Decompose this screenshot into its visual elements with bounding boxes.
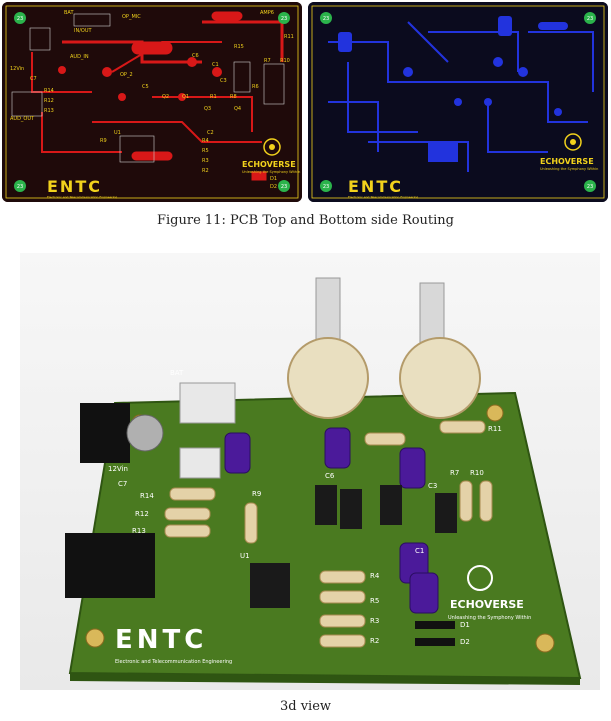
svg-text:R15: R15 [234,44,244,50]
svg-text:C1: C1 [212,62,219,68]
pcb-3d-svg: BAT 12Vin C7 R14 R12 R13 R11 R9 R10 R7 R… [65,277,582,685]
speaker-mark-icon [467,565,493,591]
potentiometer [287,277,369,419]
badge-num: 23 [17,16,23,22]
svg-text:R14: R14 [44,88,54,94]
svg-text:23: 23 [323,184,329,190]
svg-text:23: 23 [281,16,287,22]
svg-text:23: 23 [587,16,593,22]
pcb-bottom-view: 23 23 23 23 ENTC Electronic and Telecomm… [308,2,608,202]
svg-text:C6: C6 [192,53,199,59]
pcb-top-view: 23 23 23 23 BAT OP_MIC AMP6 IN/OUT AUD_I… [2,2,302,202]
echoverse-label: ECHOVERSE [540,157,594,166]
entc-logo: ENTC [348,177,403,196]
svg-text:Q3: Q3 [204,106,211,112]
svg-text:R9: R9 [252,490,261,498]
svg-text:R9: R9 [100,138,107,144]
svg-text:R10: R10 [470,469,484,477]
svg-text:R3: R3 [202,158,209,164]
svg-text:R4: R4 [370,572,380,580]
svg-text:D2: D2 [270,184,277,190]
svg-text:R14: R14 [140,492,154,500]
svg-text:U1: U1 [240,552,250,560]
capacitor [399,447,426,489]
pcb-top-svg: 23 23 23 23 BAT OP_MIC AMP6 IN/OUT AUD_I… [2,2,302,202]
svg-text:Electronic and Telecommunicati: Electronic and Telecommunication Enginee… [47,195,117,199]
svg-text:C2: C2 [207,130,214,136]
svg-text:R2: R2 [202,168,209,174]
svg-text:AMP6: AMP6 [260,10,274,16]
echoverse-label: ECHOVERSE [450,598,524,611]
svg-text:BAT: BAT [170,369,184,377]
svg-text:R12: R12 [44,98,54,104]
entc-logo: ENTC [115,625,207,655]
capacitor [409,572,439,614]
entc-logo: ENTC [47,177,102,196]
svg-text:R10: R10 [280,58,290,64]
svg-text:R11: R11 [284,34,294,40]
svg-text:OP_MIC: OP_MIC [122,14,141,20]
svg-text:Q1: Q1 [182,94,189,100]
svg-text:C1: C1 [415,547,424,555]
svg-text:R7: R7 [264,58,271,64]
svg-text:R5: R5 [370,597,379,605]
svg-text:R12: R12 [135,510,149,518]
svg-text:AUD_IN: AUD_IN [70,54,89,60]
potentiometer [399,282,481,419]
svg-text:12Vin: 12Vin [108,465,128,473]
svg-text:23: 23 [587,184,593,190]
ic-u1 [250,563,290,608]
svg-text:23: 23 [17,184,23,190]
echoverse-label: ECHOVERSE [242,160,296,169]
label-bat: BAT [64,10,74,16]
dc-jack [80,403,130,463]
svg-text:Electronic and Telecommunicati: Electronic and Telecommunication Enginee… [348,195,418,199]
svg-text:23: 23 [323,16,329,22]
bat-connector [179,382,236,424]
svg-text:R4: R4 [202,138,209,144]
capacitor [224,432,251,474]
svg-text:R5: R5 [202,148,209,154]
svg-text:23: 23 [281,184,287,190]
svg-text:R13: R13 [132,527,146,535]
svg-text:Q2: Q2 [162,94,169,100]
svg-text:C7: C7 [118,480,127,488]
audio-jack [65,533,155,598]
svg-text:Electronic and Telecommunicati: Electronic and Telecommunication Enginee… [115,659,232,665]
speaker-mark-icon [263,138,281,156]
svg-text:R3: R3 [370,617,379,625]
pcb-bottom-svg: 23 23 23 23 ENTC Electronic and Telecomm… [308,2,608,202]
svg-text:Unleashing the Symphony Within: Unleashing the Symphony Within [242,170,300,174]
corner-badge [14,12,26,24]
svg-text:D1: D1 [460,621,470,629]
svg-text:C3: C3 [428,482,437,490]
svg-text:C7: C7 [30,76,37,82]
svg-text:AUD_OUT: AUD_OUT [10,116,35,122]
svg-text:D1: D1 [270,176,277,182]
svg-text:12Vin: 12Vin [10,66,24,72]
svg-text:OP_2: OP_2 [120,72,133,78]
svg-text:C5: C5 [142,84,149,90]
speaker-mark-icon [564,133,582,151]
svg-text:U1: U1 [114,130,121,136]
svg-text:Unleashing the Symphony Within: Unleashing the Symphony Within [540,167,598,171]
pcb-3d-view: BAT 12Vin C7 R14 R12 R13 R11 R9 R10 R7 R… [20,253,600,690]
view-caption: 3d view [279,699,332,714]
svg-text:Unleashing the Symphony Within: Unleashing the Symphony Within [448,615,531,621]
svg-text:C6: C6 [325,472,335,480]
svg-text:C3: C3 [220,78,227,84]
capacitor [324,427,351,469]
svg-text:R2: R2 [370,637,379,645]
figure-caption: Figure 11: PCB Top and Bottom side Routi… [156,213,455,228]
svg-text:D2: D2 [460,638,470,646]
io-connector [179,447,221,479]
svg-text:R8: R8 [230,94,237,100]
svg-text:IN/OUT: IN/OUT [74,28,92,34]
svg-text:R13: R13 [44,108,54,114]
svg-text:R11: R11 [488,425,502,433]
svg-text:R6: R6 [252,84,259,90]
svg-text:R7: R7 [450,469,459,477]
svg-text:R1: R1 [210,94,217,100]
svg-text:Q4: Q4 [234,106,241,112]
